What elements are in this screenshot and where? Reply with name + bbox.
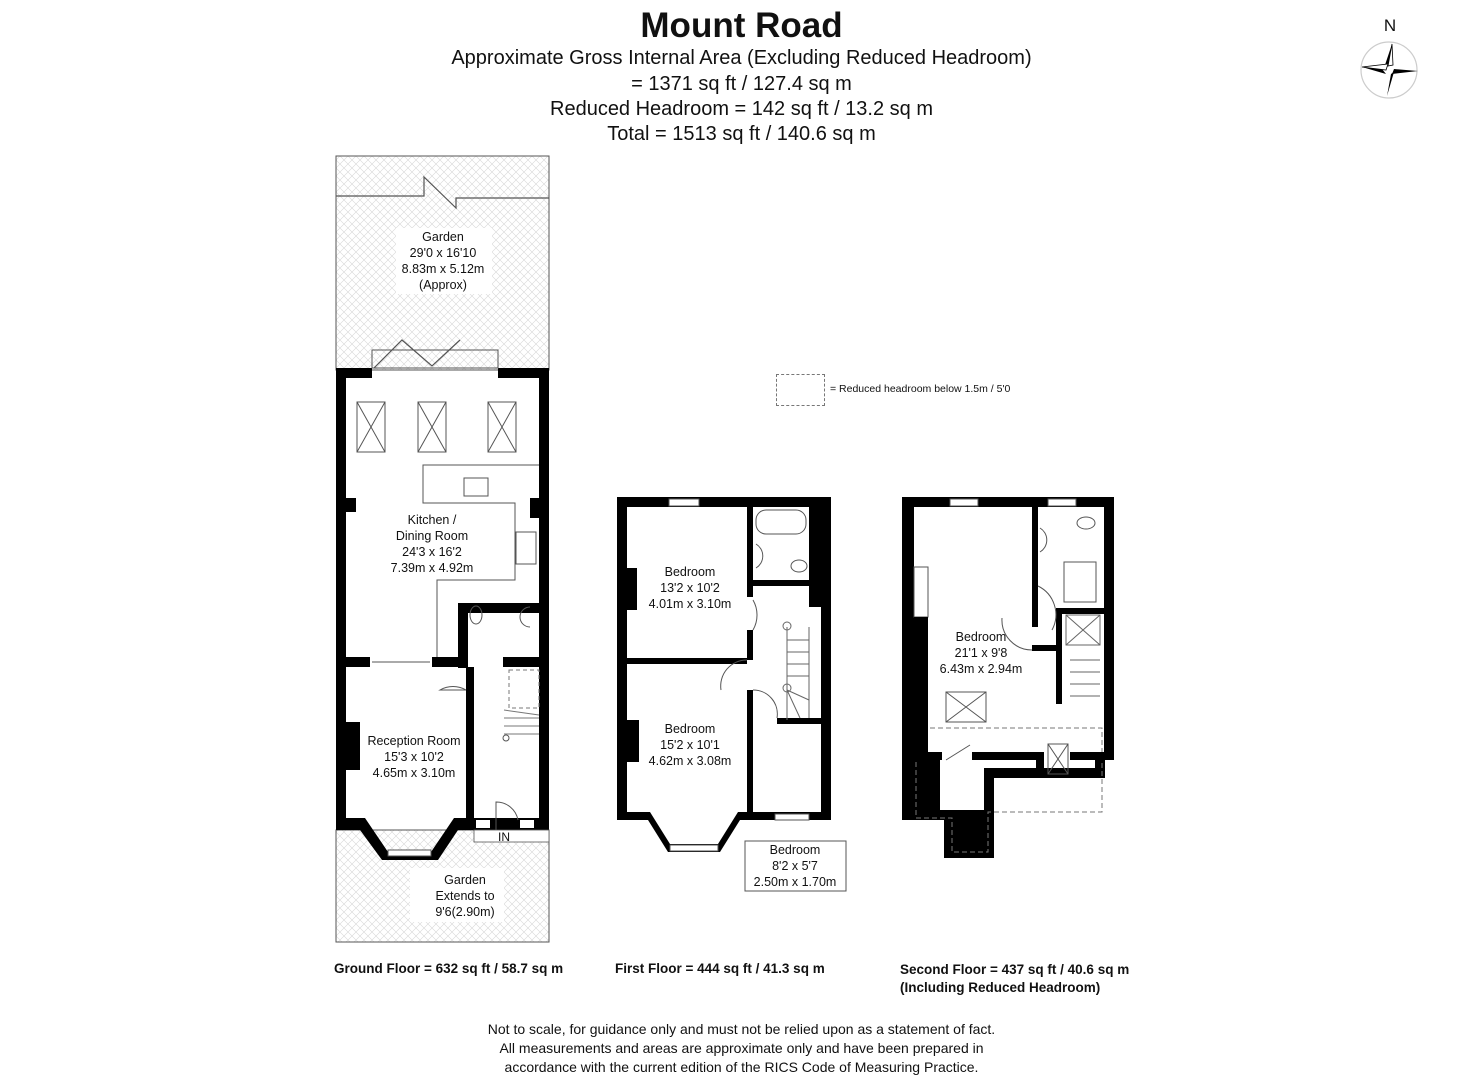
- room-name: Bedroom: [955, 630, 1007, 644]
- first-floor-summary: First Floor = 444 sq ft / 41.3 sq m: [615, 961, 825, 976]
- entrance-label: IN: [498, 830, 510, 844]
- room-name: Bedroom: [664, 722, 716, 736]
- page-title: Mount Road: [640, 6, 843, 45]
- room-label-bedroom-1f-rear: Bedroom 13'2 x 10'2 4.01m x 3.10m: [649, 564, 732, 612]
- room-name: Reception Room: [367, 734, 461, 748]
- second-floor-plan: [902, 497, 1114, 858]
- room-line2: Extends to: [435, 889, 495, 903]
- room-label-bedroom-2f: Bedroom 21'1 x 9'8 6.43m x 2.94m: [940, 629, 1023, 677]
- ground-floor-plan: [335, 155, 550, 943]
- room-dimensions-imperial: 8'2 x 5'7: [772, 859, 818, 873]
- room-dimensions-imperial: 24'3 x 16'2: [402, 545, 462, 559]
- room-dimensions-metric: 2.50m x 1.70m: [753, 875, 837, 889]
- room-dimensions-metric: 7.39m x 4.92m: [390, 561, 474, 575]
- room-name-line2: Dining Room: [395, 529, 469, 543]
- room-dimensions-imperial: 21'1 x 9'8: [954, 646, 1008, 660]
- disclaimer: Not to scale, for guidance only and must…: [0, 1020, 1483, 1077]
- room-dimensions-imperial: 15'3 x 10'2: [384, 750, 444, 764]
- room-name: Kitchen /: [407, 513, 457, 527]
- room-dimensions-metric: 4.65m x 3.10m: [372, 766, 456, 780]
- north-label: N: [1383, 16, 1397, 35]
- room-dimensions-imperial: 13'2 x 10'2: [660, 581, 720, 595]
- room-name: Garden: [422, 230, 464, 244]
- ground-floor-summary: Ground Floor = 632 sq ft / 58.7 sq m: [334, 961, 564, 976]
- room-dimensions-imperial: 29'0 x 16'10: [409, 246, 477, 260]
- reduced-headroom-value: Reduced Headroom = 142 sq ft / 13.2 sq m: [550, 98, 933, 120]
- compass: N: [1358, 14, 1422, 100]
- room-label-reception: Reception Room 15'3 x 10'2 4.65m x 3.10m: [367, 733, 460, 781]
- room-label-bedroom-1f-front: Bedroom 15'2 x 10'1 4.62m x 3.08m: [649, 721, 732, 769]
- room-name: Bedroom: [769, 843, 821, 857]
- second-floor-summary-note: (Including Reduced Headroom): [900, 980, 1101, 995]
- room-line3: 9'6(2.90m): [435, 905, 495, 919]
- total-area-value: Total = 1513 sq ft / 140.6 sq m: [607, 123, 876, 145]
- second-floor-summary: Second Floor = 437 sq ft / 40.6 sq m: [900, 962, 1130, 977]
- gia-description: Approximate Gross Internal Area (Excludi…: [451, 47, 1032, 69]
- room-label-bedroom-1f-small: Bedroom 8'2 x 5'7 2.50m x 1.70m: [754, 842, 837, 890]
- gia-value: = 1371 sq ft / 127.4 sq m: [631, 73, 852, 95]
- compass-rose-icon: [1360, 41, 1418, 99]
- room-label-garden-front: Garden Extends to 9'6(2.90m): [435, 872, 494, 920]
- first-floor-plan: [617, 497, 847, 892]
- room-name: Garden: [444, 873, 486, 887]
- room-dimensions-imperial: 15'2 x 10'1: [660, 738, 720, 752]
- room-label-garden-rear: Garden 29'0 x 16'10 8.83m x 5.12m (Appro…: [402, 229, 485, 293]
- room-note: (Approx): [419, 278, 467, 292]
- disclaimer-line: accordance with the current edition of t…: [504, 1059, 979, 1075]
- room-dimensions-metric: 4.62m x 3.08m: [648, 754, 732, 768]
- legend-text: = Reduced headroom below 1.5m / 5'0: [830, 383, 1011, 395]
- room-label-kitchen-dining: Kitchen / Dining Room 24'3 x 16'2 7.39m …: [391, 512, 474, 576]
- room-dimensions-metric: 8.83m x 5.12m: [401, 262, 485, 276]
- disclaimer-line: All measurements and areas are approxima…: [499, 1040, 984, 1056]
- room-dimensions-metric: 6.43m x 2.94m: [939, 662, 1023, 676]
- disclaimer-line: Not to scale, for guidance only and must…: [487, 1021, 996, 1037]
- room-name: Bedroom: [664, 565, 716, 579]
- room-dimensions-metric: 4.01m x 3.10m: [648, 597, 732, 611]
- legend-swatch: [776, 374, 825, 406]
